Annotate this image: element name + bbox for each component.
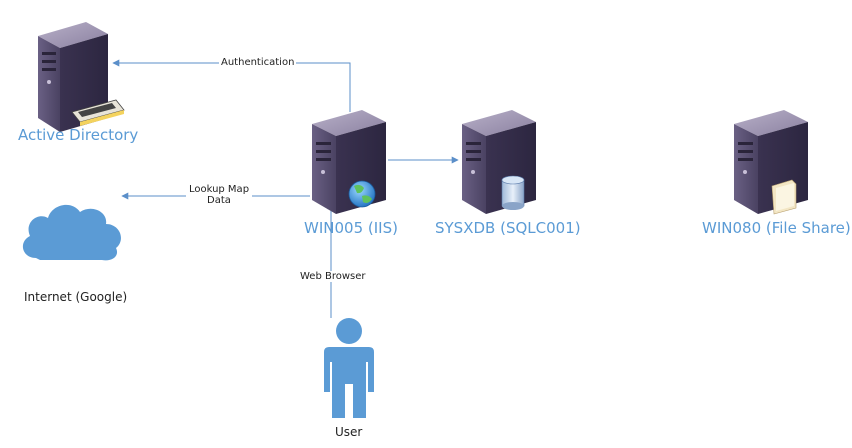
web-server-globe-icon: [312, 110, 386, 214]
user-label: User: [335, 425, 363, 439]
win005-label: WIN005 (IIS): [304, 219, 398, 237]
internet-label: Internet (Google): [24, 290, 128, 304]
edge-label-lookup-line1: Lookup Map: [188, 184, 250, 195]
edge-label-lookup-line2: Data: [207, 195, 231, 206]
edge-label-web-browser: Web Browser: [298, 271, 368, 282]
edge-label-lookup-map-data: Lookup Map Data: [186, 184, 252, 206]
person-icon: [324, 318, 374, 418]
server-with-card-reader-icon: [38, 22, 125, 132]
cloud-icon: [22, 204, 121, 261]
win080-label: WIN080 (File Share): [702, 219, 851, 237]
edge-label-authentication: Authentication: [219, 57, 297, 68]
file-server-icon: [734, 110, 808, 215]
sysxdb-label: SYSXDB (SQLC001): [435, 219, 581, 237]
database-server-icon: [462, 110, 536, 214]
edge-authentication: [112, 59, 351, 112]
active-directory-label: Active Directory: [18, 126, 139, 144]
